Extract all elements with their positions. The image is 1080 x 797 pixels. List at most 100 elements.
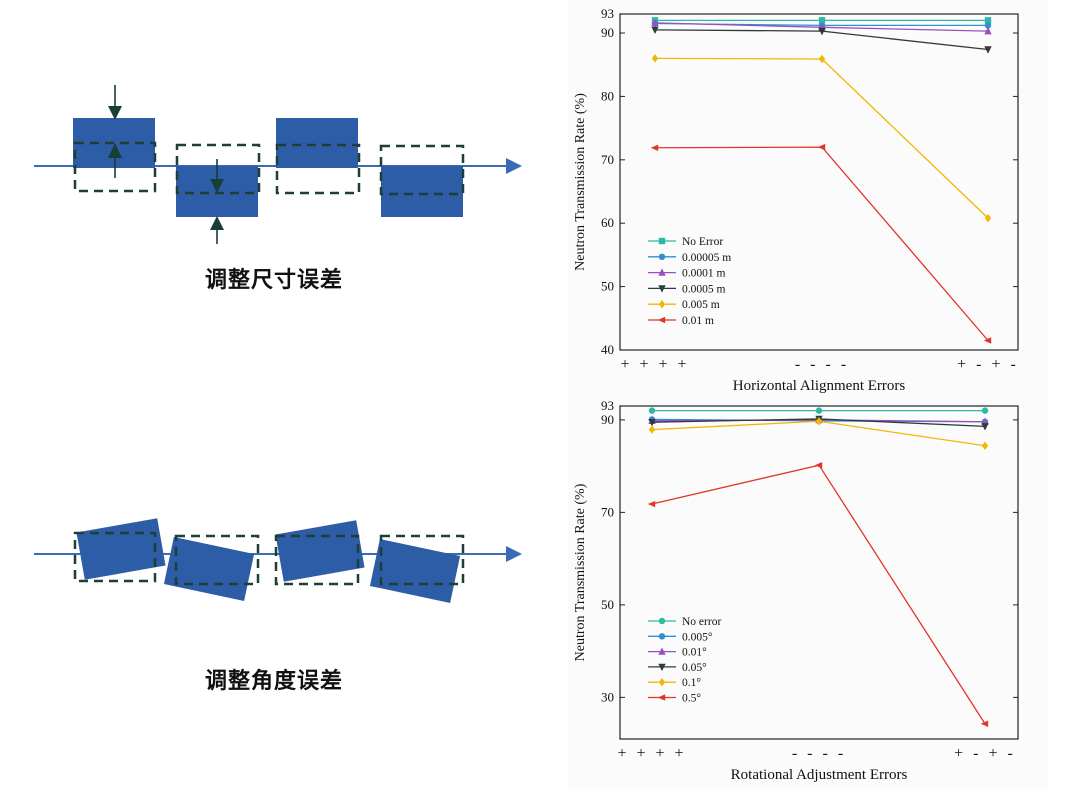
legend-label: 0.5°	[682, 693, 701, 705]
y-tick-label: 70	[601, 152, 614, 167]
size-error-caption: 调整尺寸误差	[205, 268, 344, 293]
data-point	[984, 26, 992, 35]
legend-swatch-marker	[658, 268, 666, 276]
nominal-outline-3	[274, 534, 360, 586]
legend-item: 0.005 m	[648, 299, 720, 311]
angle-error-illustration	[34, 518, 522, 603]
x-tick-label: + + + +	[617, 745, 686, 762]
legend-label: 0.0005 m	[682, 283, 726, 295]
legend-label: 0.05°	[682, 662, 707, 674]
y-tick-label: 60	[601, 215, 614, 230]
legend-label: 0.005 m	[682, 299, 720, 311]
plot-frame	[619, 13, 1019, 351]
expand-arrow-top-head	[108, 143, 122, 158]
nominal-outline-3	[275, 143, 361, 195]
y-tick-label: 93	[601, 398, 614, 413]
legend-swatch-marker	[658, 237, 666, 245]
shrink-arrow-bottom-head	[210, 179, 224, 193]
legend-item: 0.05°	[648, 662, 707, 674]
data-point	[984, 17, 992, 24]
expand-arrow-bottom-head	[210, 216, 224, 230]
beam-axis-arrowhead	[506, 158, 522, 174]
series-6	[647, 462, 989, 727]
data-point	[983, 337, 992, 344]
x-axis-label: Rotational Adjustment Errors	[731, 767, 908, 783]
legend-item: 0.00005 m	[648, 252, 731, 264]
y-tick-label: 80	[601, 88, 614, 103]
legend-label: 0.00005 m	[682, 252, 731, 264]
series-5	[651, 54, 992, 223]
beam-axis-arrowhead	[506, 546, 522, 562]
nominal-outline-2	[175, 143, 261, 195]
series-4	[651, 26, 992, 54]
series-line	[654, 57, 989, 219]
legend-item: No error	[648, 616, 721, 628]
data-point	[648, 418, 656, 427]
data-point	[650, 144, 659, 151]
legend-item: 0.0005 m	[648, 283, 726, 295]
x-tick-label: + - + -	[957, 356, 1019, 373]
data-point	[980, 720, 989, 727]
legend-swatch-marker	[658, 678, 666, 687]
x-tick-label: - - - -	[792, 745, 846, 762]
angle-error-diagram: 调整角度误差	[0, 490, 540, 710]
legend-swatch-marker	[657, 316, 666, 324]
y-tick-label: 90	[601, 412, 614, 427]
rotated-block-3	[275, 520, 365, 582]
data-point	[984, 46, 992, 54]
data-point	[651, 26, 659, 35]
data-point	[651, 54, 659, 63]
legend-label: 0.01°	[682, 647, 707, 659]
nominal-outline-2	[174, 534, 260, 586]
legend-item: 0.01°	[648, 647, 707, 659]
legend: No error 0.005° 0.01° 0.05° 0.1° 0.5°	[648, 616, 721, 705]
legend-item: No Error	[648, 236, 723, 248]
data-point	[818, 54, 826, 64]
block-4	[381, 166, 463, 217]
data-point	[815, 417, 823, 426]
data-point	[648, 425, 656, 434]
data-point	[651, 18, 659, 27]
angle-error-caption: 调整角度误差	[205, 669, 344, 694]
size-error-illustration	[34, 85, 522, 244]
y-tick-label: 50	[601, 597, 614, 612]
block-3	[276, 118, 358, 168]
series-line	[651, 464, 986, 725]
legend-item: 0.5°	[648, 693, 701, 705]
y-tick-label: 40	[601, 342, 614, 357]
data-point	[984, 213, 992, 223]
legend-label: No Error	[682, 236, 723, 248]
legend-item: 0.01 m	[648, 315, 714, 327]
y-tick-label: 50	[601, 279, 614, 294]
legend-item: 0.1°	[648, 677, 701, 689]
legend-swatch-marker	[658, 633, 666, 640]
x-axis-label: Horizontal Alignment Errors	[733, 378, 906, 394]
data-point	[648, 407, 656, 414]
legend-label: 0.1°	[682, 677, 701, 689]
rotated-block-2	[163, 537, 255, 601]
y-axis-label: Neutron Transmission Rate (%)	[573, 483, 588, 661]
plot-frame	[619, 405, 1019, 740]
nominal-outline-1	[73, 141, 157, 193]
data-point	[981, 417, 989, 425]
legend-label: No error	[682, 616, 721, 628]
shrink-arrow-top-head	[108, 106, 122, 120]
legend-label: 0.0001 m	[682, 268, 726, 280]
data-point	[814, 462, 823, 469]
legend-item: 0.0001 m	[648, 268, 726, 280]
data-point	[981, 423, 989, 431]
legend-swatch-marker	[658, 647, 666, 655]
nominal-outline-4	[379, 534, 465, 586]
y-tick-label: 70	[601, 504, 614, 519]
legend-swatch-marker	[658, 300, 666, 309]
series-1	[648, 407, 989, 414]
x-tick-label: - - - -	[795, 356, 849, 373]
rotated-block-4	[369, 539, 461, 603]
data-point	[817, 143, 826, 151]
legend-label: 0.005°	[682, 631, 713, 643]
nominal-outline-1	[73, 531, 157, 583]
